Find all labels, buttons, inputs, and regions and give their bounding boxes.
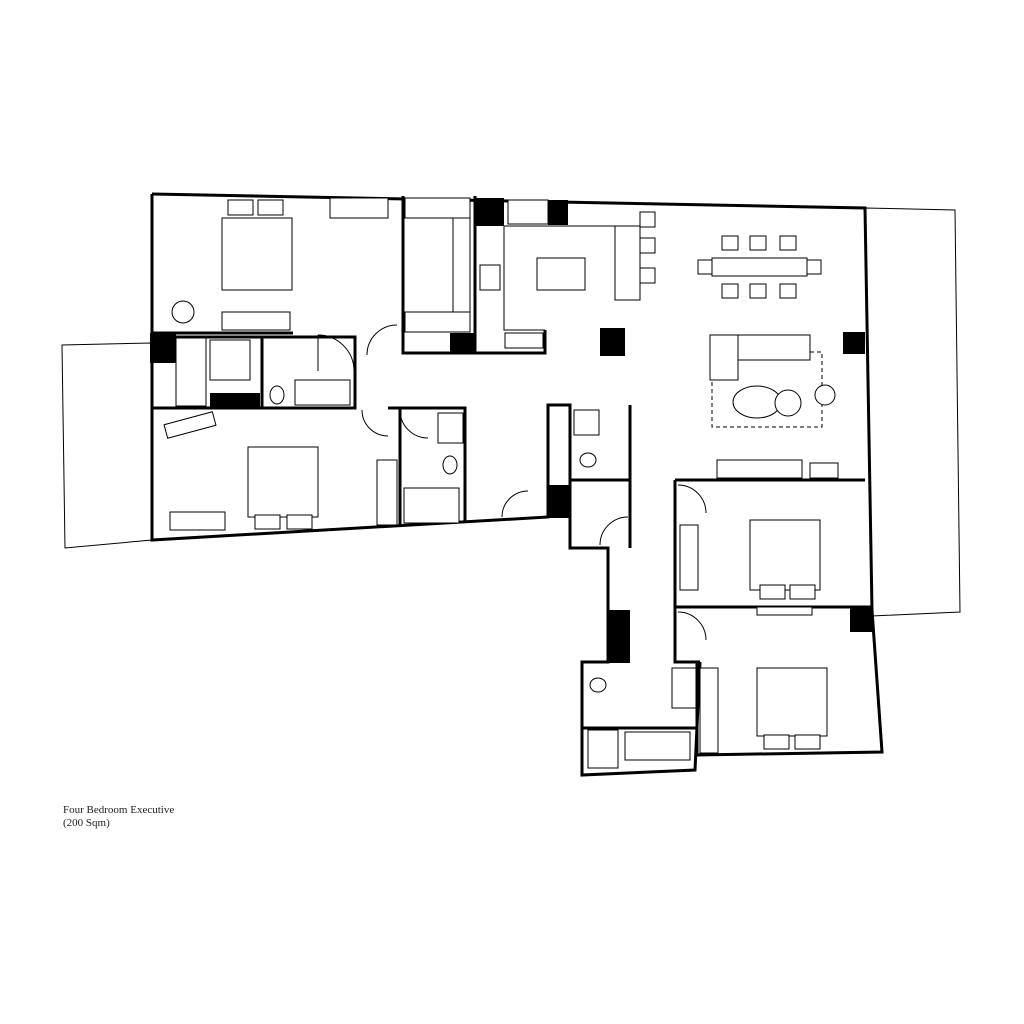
plan-title: Four Bedroom Executive	[63, 804, 175, 816]
doors	[317, 324, 707, 641]
beds	[221, 199, 828, 750]
bathroom-fixtures	[175, 337, 697, 769]
interior-walls	[152, 196, 697, 730]
living-dining	[171, 235, 839, 479]
terrace-right	[864, 207, 961, 617]
terrace-left	[61, 342, 153, 549]
desks	[163, 197, 813, 616]
plan-area: (200 Sqm)	[63, 817, 110, 829]
wardrobes	[376, 197, 719, 754]
plan-caption: Four Bedroom Executive (200 Sqm)	[63, 804, 174, 830]
columns	[150, 198, 872, 663]
kitchen	[479, 199, 656, 349]
